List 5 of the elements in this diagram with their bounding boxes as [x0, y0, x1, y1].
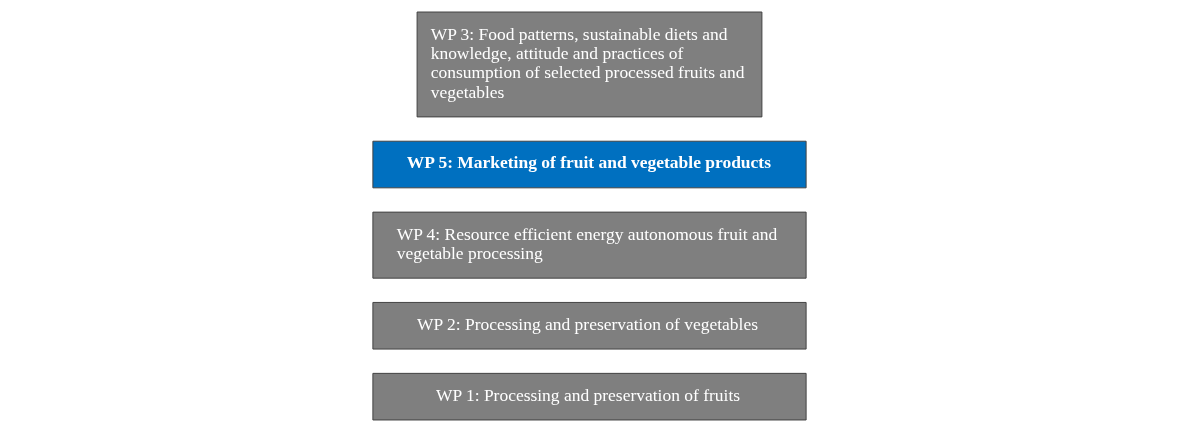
node-box: WP 4: Resource efficient energy autonomous fruit and vegetable processing [372, 211, 807, 279]
node-box: WP 3: Food patterns, sustainable diets and knowledge, attitude and practices of consumption of selected processed fruits and vegetables [416, 11, 763, 118]
node-box: WP 1: Processing and preservation of fruits [372, 372, 807, 421]
node-box: WP 5: Marketing of fruit and vegetable products [372, 140, 807, 189]
node-box: WP 2: Processing and preservation of vegetables [372, 301, 807, 350]
